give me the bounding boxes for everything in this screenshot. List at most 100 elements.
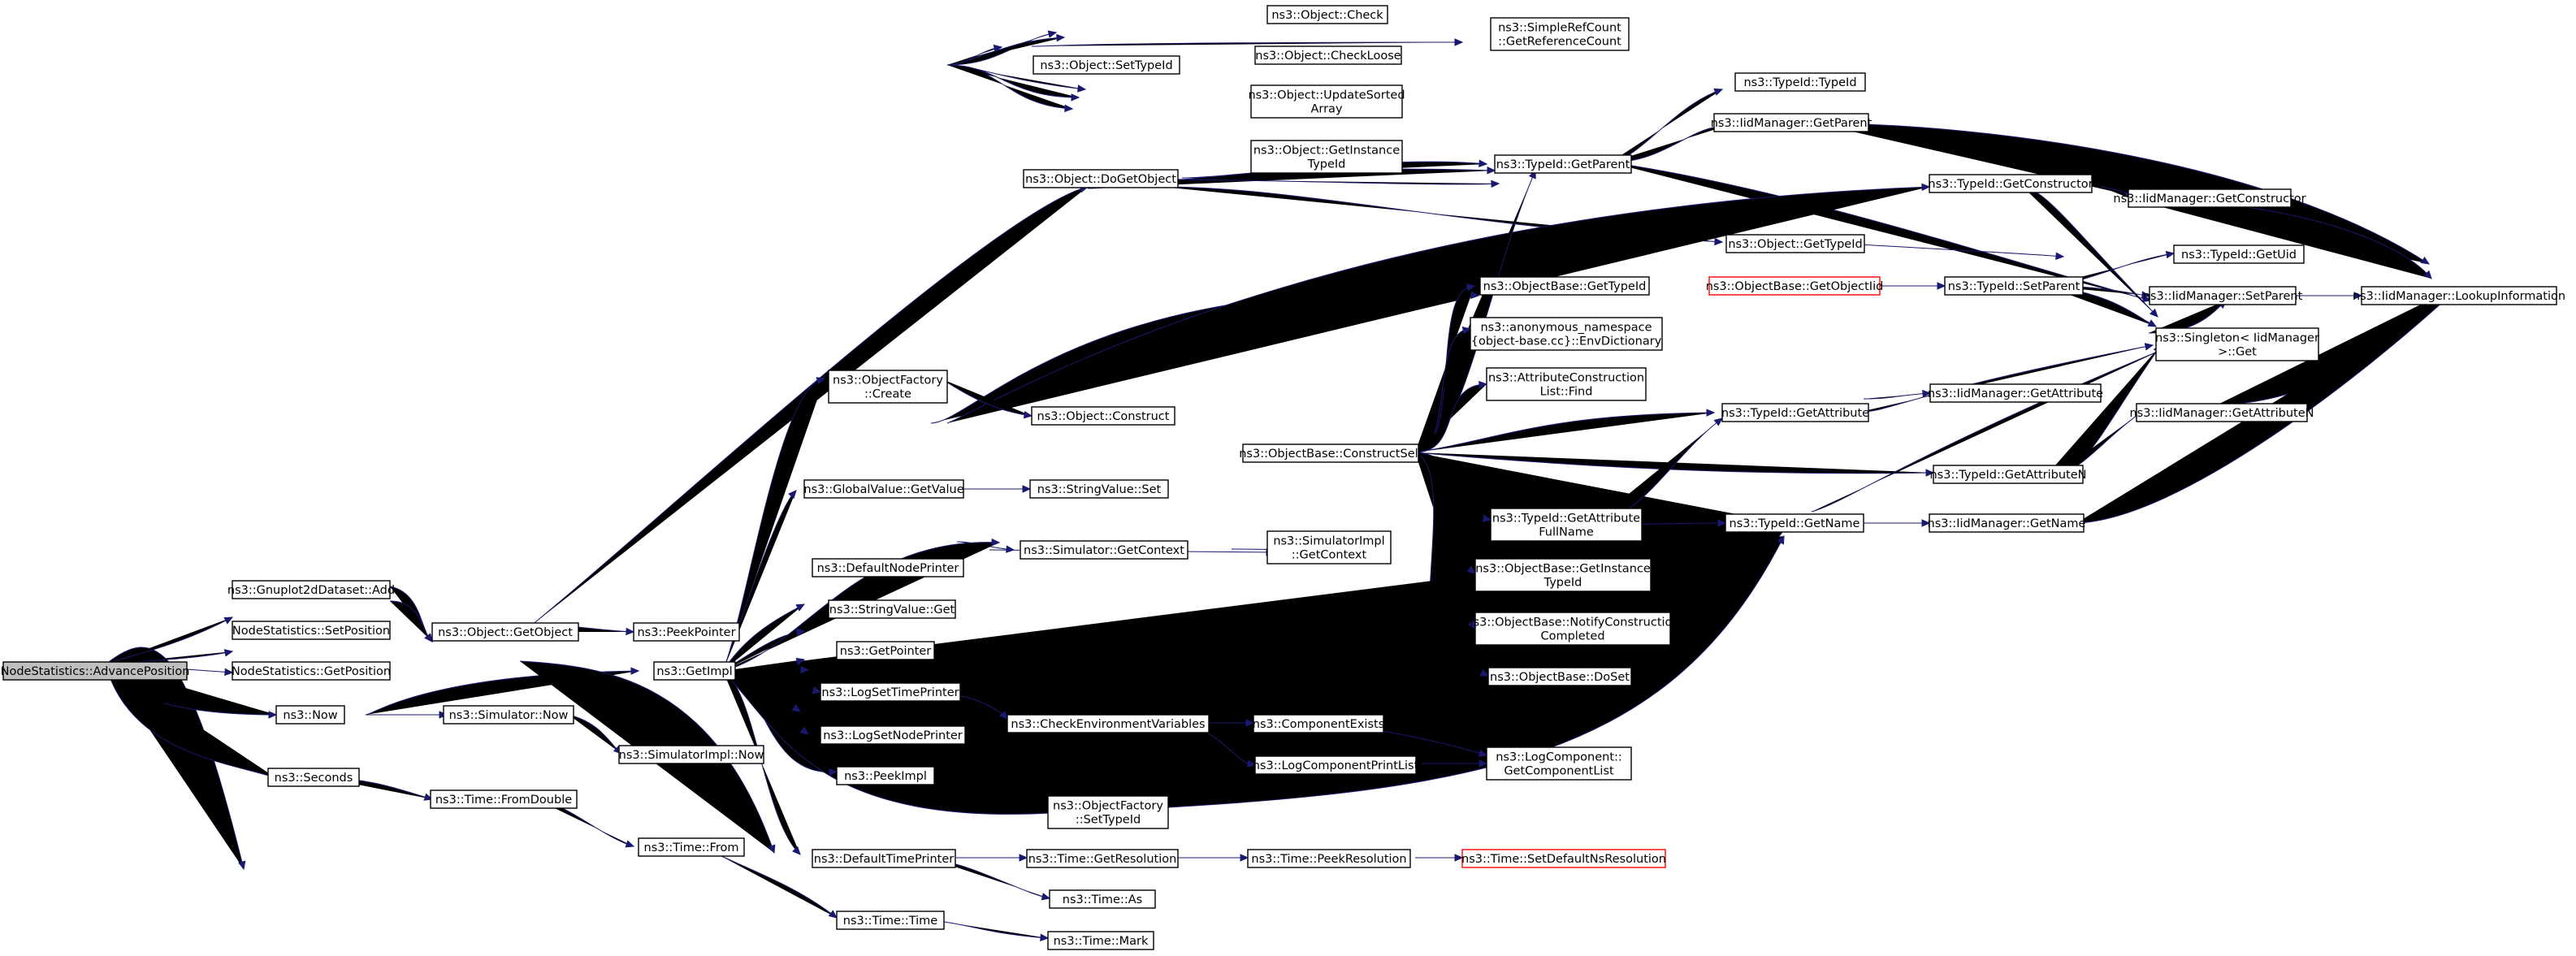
function-node-logcomponentprintlist[interactable]: ns3::LogComponentPrintList — [1253, 755, 1419, 775]
function-node-object-gettypeid[interactable]: ns3::Object::GetTypeId — [1725, 234, 1865, 253]
function-node-object-check[interactable]: ns3::Object::Check — [1266, 5, 1388, 24]
function-node-simulator-getcontext[interactable]: ns3::Simulator::GetContext — [1020, 540, 1188, 560]
node-box — [1247, 849, 1411, 868]
edge-arrowhead — [828, 910, 838, 919]
function-node-object-settypeid[interactable]: ns3::Object::SetTypeId — [1033, 55, 1180, 75]
function-node-time-setdefaultnsresolution[interactable]: ns3::Time::SetDefaultNsResolution — [1461, 849, 1666, 868]
node-box — [1023, 169, 1179, 188]
function-node-iid-getattribute[interactable]: ns3::IidManager::GetAttribute — [1928, 383, 2103, 403]
function-node-defaultnodeprinter[interactable]: ns3::DefaultNodePrinter — [812, 558, 964, 577]
function-node-checkenvvars[interactable]: ns3::CheckEnvironmentVariables — [1007, 714, 1210, 733]
function-node-getimpl[interactable]: ns3::GetImpl — [653, 661, 736, 681]
function-node-seconds[interactable]: ns3::Seconds — [267, 768, 360, 787]
edge-arrowhead — [795, 628, 806, 637]
function-node-objectfactory-settypeid[interactable]: ns3::ObjectFactory::SetTypeId — [1047, 795, 1169, 829]
function-node-typeid-getparent[interactable]: ns3::TypeId::GetParent — [1494, 154, 1632, 174]
call-edge — [1031, 41, 1463, 47]
function-node-time-peekresolution[interactable]: ns3::Time::PeekResolution — [1247, 849, 1411, 868]
node-label: ns3::Object::GetInstance — [1253, 145, 1400, 158]
node-box — [1242, 443, 1419, 463]
node-label: ns3::DefaultTimePrinter — [814, 853, 954, 866]
function-node-objectfactory-create[interactable]: ns3::ObjectFactory::Create — [828, 370, 948, 404]
function-node-typeid-typeid[interactable]: ns3::TypeId::TypeId — [1734, 72, 1866, 92]
node-label: Array — [1310, 103, 1342, 116]
function-node-typeid-getconstructor[interactable]: ns3::TypeId::GetConstructor — [1928, 174, 2093, 193]
function-node-iid-getattributen[interactable]: ns3::IidManager::GetAttributeN — [2129, 403, 2314, 422]
call-edge — [722, 535, 1785, 815]
node-box — [1929, 174, 2093, 193]
function-node-logsettimeprinter[interactable]: ns3::LogSetTimePrinter — [820, 682, 961, 702]
function-node-envdictionary[interactable]: ns3::anonymous_namespace{object-base.cc}… — [1470, 317, 1663, 351]
function-node-stringvalue-set[interactable]: ns3::StringValue::Set — [1029, 479, 1169, 499]
function-node-object-dogetobject[interactable]: ns3::Object::DoGetObject — [1023, 169, 1179, 188]
function-node-getpointer[interactable]: ns3::GetPointer — [836, 641, 935, 660]
function-node-gnuplot-add[interactable]: ns3::Gnuplot2dDataset::Add — [227, 580, 395, 599]
function-node-typeid-getuid[interactable]: ns3::TypeId::GetUid — [2173, 244, 2305, 264]
node-label: ns3::Gnuplot2dDataset::Add — [227, 584, 395, 597]
node-box — [1250, 84, 1403, 119]
node-label: ns3::Time::From — [644, 841, 739, 854]
function-node-object-checkloose[interactable]: ns3::Object::CheckLoose — [1254, 45, 1402, 65]
function-node-globalvalue-getvalue[interactable]: ns3::GlobalValue::GetValue — [803, 479, 964, 499]
node-label: Completed — [1540, 630, 1604, 643]
function-node-objectbase-doset[interactable]: ns3::ObjectBase::DoSet — [1487, 667, 1632, 686]
function-node-peekimpl[interactable]: ns3::PeekImpl — [836, 766, 935, 785]
function-node-time-getresolution[interactable]: ns3::Time::GetResolution — [1026, 849, 1179, 868]
function-node-objectbase-gettypeid[interactable]: ns3::ObjectBase::GetTypeId — [1479, 276, 1650, 296]
function-node-simulator-now[interactable]: ns3::Simulator::Now — [443, 705, 574, 725]
function-node-iid-getname[interactable]: ns3::IidManager::GetName — [1928, 513, 2086, 533]
function-node-iid-lookupinformation[interactable]: ns3::IidManager::LookupInformation — [2353, 286, 2565, 305]
function-node-peekpointer[interactable]: ns3::PeekPointer — [633, 622, 740, 642]
function-node-typeid-getname[interactable]: ns3::TypeId::GetName — [1725, 513, 1864, 533]
function-node-time-time[interactable]: ns3::Time::Time — [836, 911, 945, 930]
node-label: ns3::Object::CheckLoose — [1255, 50, 1401, 63]
edge-arrowhead — [2144, 343, 2154, 351]
function-node-simulatorimpl-getcontext[interactable]: ns3::SimulatorImpl::GetContext — [1266, 530, 1392, 565]
function-node-stringvalue-get[interactable]: ns3::StringValue::Get — [828, 599, 956, 619]
edge-arrowhead — [223, 649, 234, 657]
edge-arrowhead — [800, 665, 810, 674]
function-node-defaulttimeprinter[interactable]: ns3::DefaultTimePrinter — [812, 849, 956, 868]
node-label: ns3::Simulator::Now — [449, 709, 569, 722]
function-node-logsetnodeprinter[interactable]: ns3::LogSetNodePrinter — [820, 725, 966, 745]
function-node-getposition[interactable]: NodeStatistics::GetPosition — [232, 661, 391, 681]
edge-arrowhead — [1071, 93, 1080, 102]
node-label: ns3::SimulatorImpl — [1273, 535, 1384, 548]
function-node-time-from[interactable]: ns3::Time::From — [638, 837, 745, 857]
function-node-now[interactable]: ns3::Now — [275, 705, 345, 725]
function-node-time-fromdouble[interactable]: ns3::Time::FromDouble — [430, 789, 578, 809]
function-node-typeid-getattribute[interactable]: ns3::TypeId::GetAttribute — [1721, 403, 1869, 422]
function-node-objectbase-notifyconstruction[interactable]: ns3::ObjectBase::NotifyConstructionCompl… — [1466, 612, 1680, 646]
function-node-objectbase-getobjectiid[interactable]: ns3::ObjectBase::GetObjectIid — [1706, 276, 1884, 296]
function-node-time-as[interactable]: ns3::Time::As — [1049, 889, 1156, 909]
function-node-object-construct[interactable]: ns3::Object::Construct — [1031, 406, 1175, 426]
function-node-iid-getparent[interactable]: ns3::IidManager::GetParent — [1711, 113, 1872, 132]
function-node-typeid-setparent[interactable]: ns3::TypeId::SetParent — [1944, 276, 2084, 296]
call-edge — [1811, 348, 2164, 513]
function-node-objectbase-constructself[interactable]: ns3::ObjectBase::ConstructSelf — [1239, 443, 1423, 463]
function-node-typeid-getattributen[interactable]: ns3::TypeId::GetAttributeN — [1929, 465, 2087, 484]
call-edge — [722, 490, 797, 672]
function-node-iid-setparent[interactable]: ns3::IidManager::SetParent — [2143, 286, 2303, 305]
node-box — [1007, 714, 1210, 733]
function-node-iid-getconstructor[interactable]: ns3::IidManager::GetConstructor — [2113, 188, 2306, 208]
function-node-simplerefcount[interactable]: ns3::SimpleRefCount::GetReferenceCount — [1490, 17, 1630, 51]
function-node-simulatorimpl-now[interactable]: ns3::SimulatorImpl::Now — [618, 745, 764, 764]
node-label: ns3::ObjectFactory — [833, 374, 943, 387]
edge-arrowhead — [795, 603, 806, 612]
function-node-object-getobject[interactable]: ns3::Object::GetObject — [431, 622, 579, 642]
edge-arrowhead — [1019, 854, 1028, 862]
function-node-advance[interactable]: NodeStatistics::AdvancePosition — [1, 661, 190, 681]
function-node-singleton-get[interactable]: ns3::Singleton< IidManager >::Get — [2155, 327, 2319, 361]
edge-arrowhead — [788, 490, 797, 500]
function-node-setposition[interactable]: NodeStatistics::SetPosition — [232, 621, 391, 640]
function-node-componentexists[interactable]: ns3::ComponentExists — [1253, 714, 1385, 733]
node-label: GetComponentList — [1504, 765, 1614, 778]
function-node-logcomponent-getcomponentlist[interactable]: ns3::LogComponent::GetComponentList — [1486, 746, 1632, 781]
function-node-time-mark[interactable]: ns3::Time::Mark — [1047, 931, 1154, 950]
